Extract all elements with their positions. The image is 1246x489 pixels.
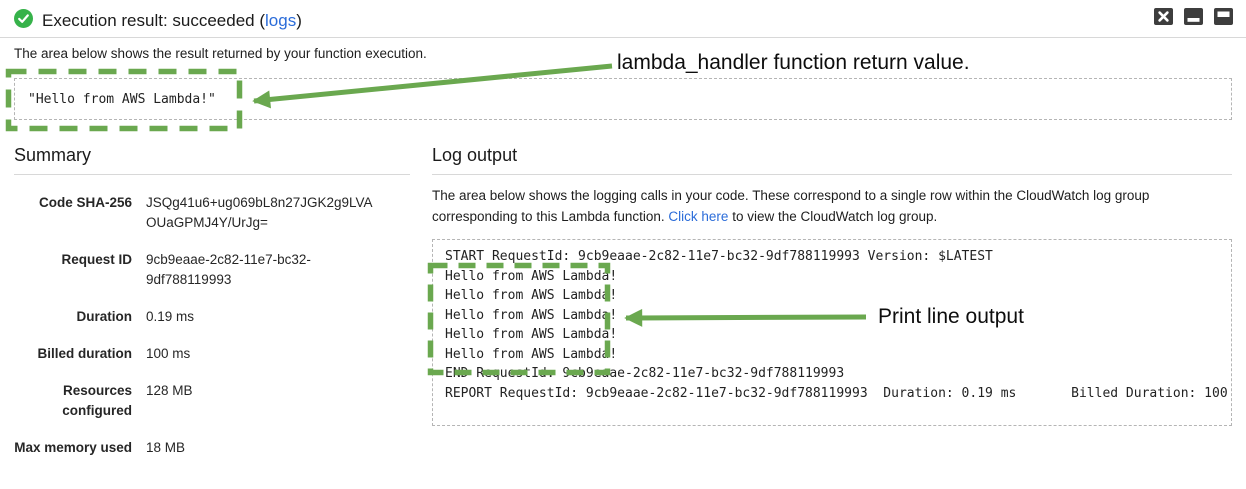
log-line-start: START RequestId: 9cb9eaae-2c82-11e7-bc32… (445, 249, 993, 264)
execution-result-header: Execution result: succeeded (logs) (14, 9, 302, 33)
close-icon[interactable] (1154, 8, 1173, 25)
log-line-print: Hello from AWS Lambda! (445, 268, 618, 284)
status-text: Execution result: succeeded ( (42, 11, 266, 30)
execution-result-title: Execution result: succeeded (logs) (42, 11, 302, 31)
summary-row-request-id: Request ID 9cb9eaae-2c82-11e7-bc32-9df78… (14, 250, 410, 290)
summary-label: Code SHA-256 (38, 195, 132, 210)
summary-label: Duration (76, 309, 133, 324)
function-return-value: "Hello from AWS Lambda!" (28, 91, 216, 107)
status-text-suffix: ) (296, 11, 302, 30)
print-line-annotation: Print line output (878, 305, 1024, 328)
return-value-annotation: lambda_handler function return value. (617, 51, 970, 74)
summary-label: Request ID (61, 252, 132, 267)
logs-link[interactable]: logs (265, 11, 297, 30)
log-desc-text-after: to view the CloudWatch log group. (728, 209, 938, 224)
summary-value: 9cb9eaae-2c82-11e7-bc32-9df788119993 (146, 252, 311, 287)
log-line-print: Hello from AWS Lambda! (445, 327, 618, 342)
log-line-print: Hello from AWS Lambda! (445, 288, 618, 303)
summary-heading: Summary (14, 145, 410, 175)
summary-label: Resources configured (62, 383, 132, 418)
summary-rows: Code SHA-256 JSQg41u6+ug069bL8n27JGK2g9L… (14, 193, 410, 458)
summary-value: 100 ms (146, 346, 191, 361)
summary-row-max-memory: Max memory used 18 MB (14, 438, 410, 458)
summary-value: 18 MB (146, 440, 186, 455)
log-line-print: Hello from AWS Lambda! (445, 307, 618, 323)
summary-value: 128 MB (146, 383, 193, 398)
log-desc-text: The area below shows the logging calls i… (432, 188, 1150, 224)
summary-value: JSQg41u6+ug069bL8n27JGK2g9LVAOUaGPMJ4Y/U… (146, 195, 373, 230)
log-line-print: Hello from AWS Lambda! (445, 346, 618, 362)
summary-row-resources-configured: Resources configured 128 MB (14, 381, 410, 421)
log-output-section: Log output The area below shows the logg… (432, 145, 1232, 426)
summary-value: 0.19 ms (146, 309, 195, 324)
log-line-report: REPORT RequestId: 9cb9eaae-2c82-11e7-bc3… (445, 385, 1232, 401)
header-divider (0, 37, 1246, 38)
summary-row-duration: Duration 0.19 ms (14, 307, 410, 327)
window-controls (1154, 8, 1233, 25)
log-output-description: The area below shows the logging calls i… (432, 185, 1228, 227)
summary-row-billed-duration: Billed duration 100 ms (14, 344, 410, 364)
summary-label: Max memory used (14, 440, 132, 455)
function-return-value-box: "Hello from AWS Lambda!" (14, 78, 1232, 120)
log-output-heading: Log output (432, 145, 1232, 175)
result-description: The area below shows the result returned… (14, 46, 427, 61)
success-check-icon (14, 9, 33, 33)
minimize-panel-icon[interactable] (1184, 8, 1203, 25)
log-output-box: START RequestId: 9cb9eaae-2c82-11e7-bc32… (432, 239, 1232, 426)
log-line-end: END RequestId: 9cb9eaae-2c82-11e7-bc32-9… (445, 366, 845, 381)
summary-section: Summary Code SHA-256 JSQg41u6+ug069bL8n2… (14, 145, 410, 475)
summary-label: Billed duration (37, 346, 133, 361)
summary-row-code-sha: Code SHA-256 JSQg41u6+ug069bL8n27JGK2g9L… (14, 193, 410, 233)
maximize-panel-icon[interactable] (1214, 8, 1233, 25)
cloudwatch-link[interactable]: Click here (668, 209, 729, 224)
